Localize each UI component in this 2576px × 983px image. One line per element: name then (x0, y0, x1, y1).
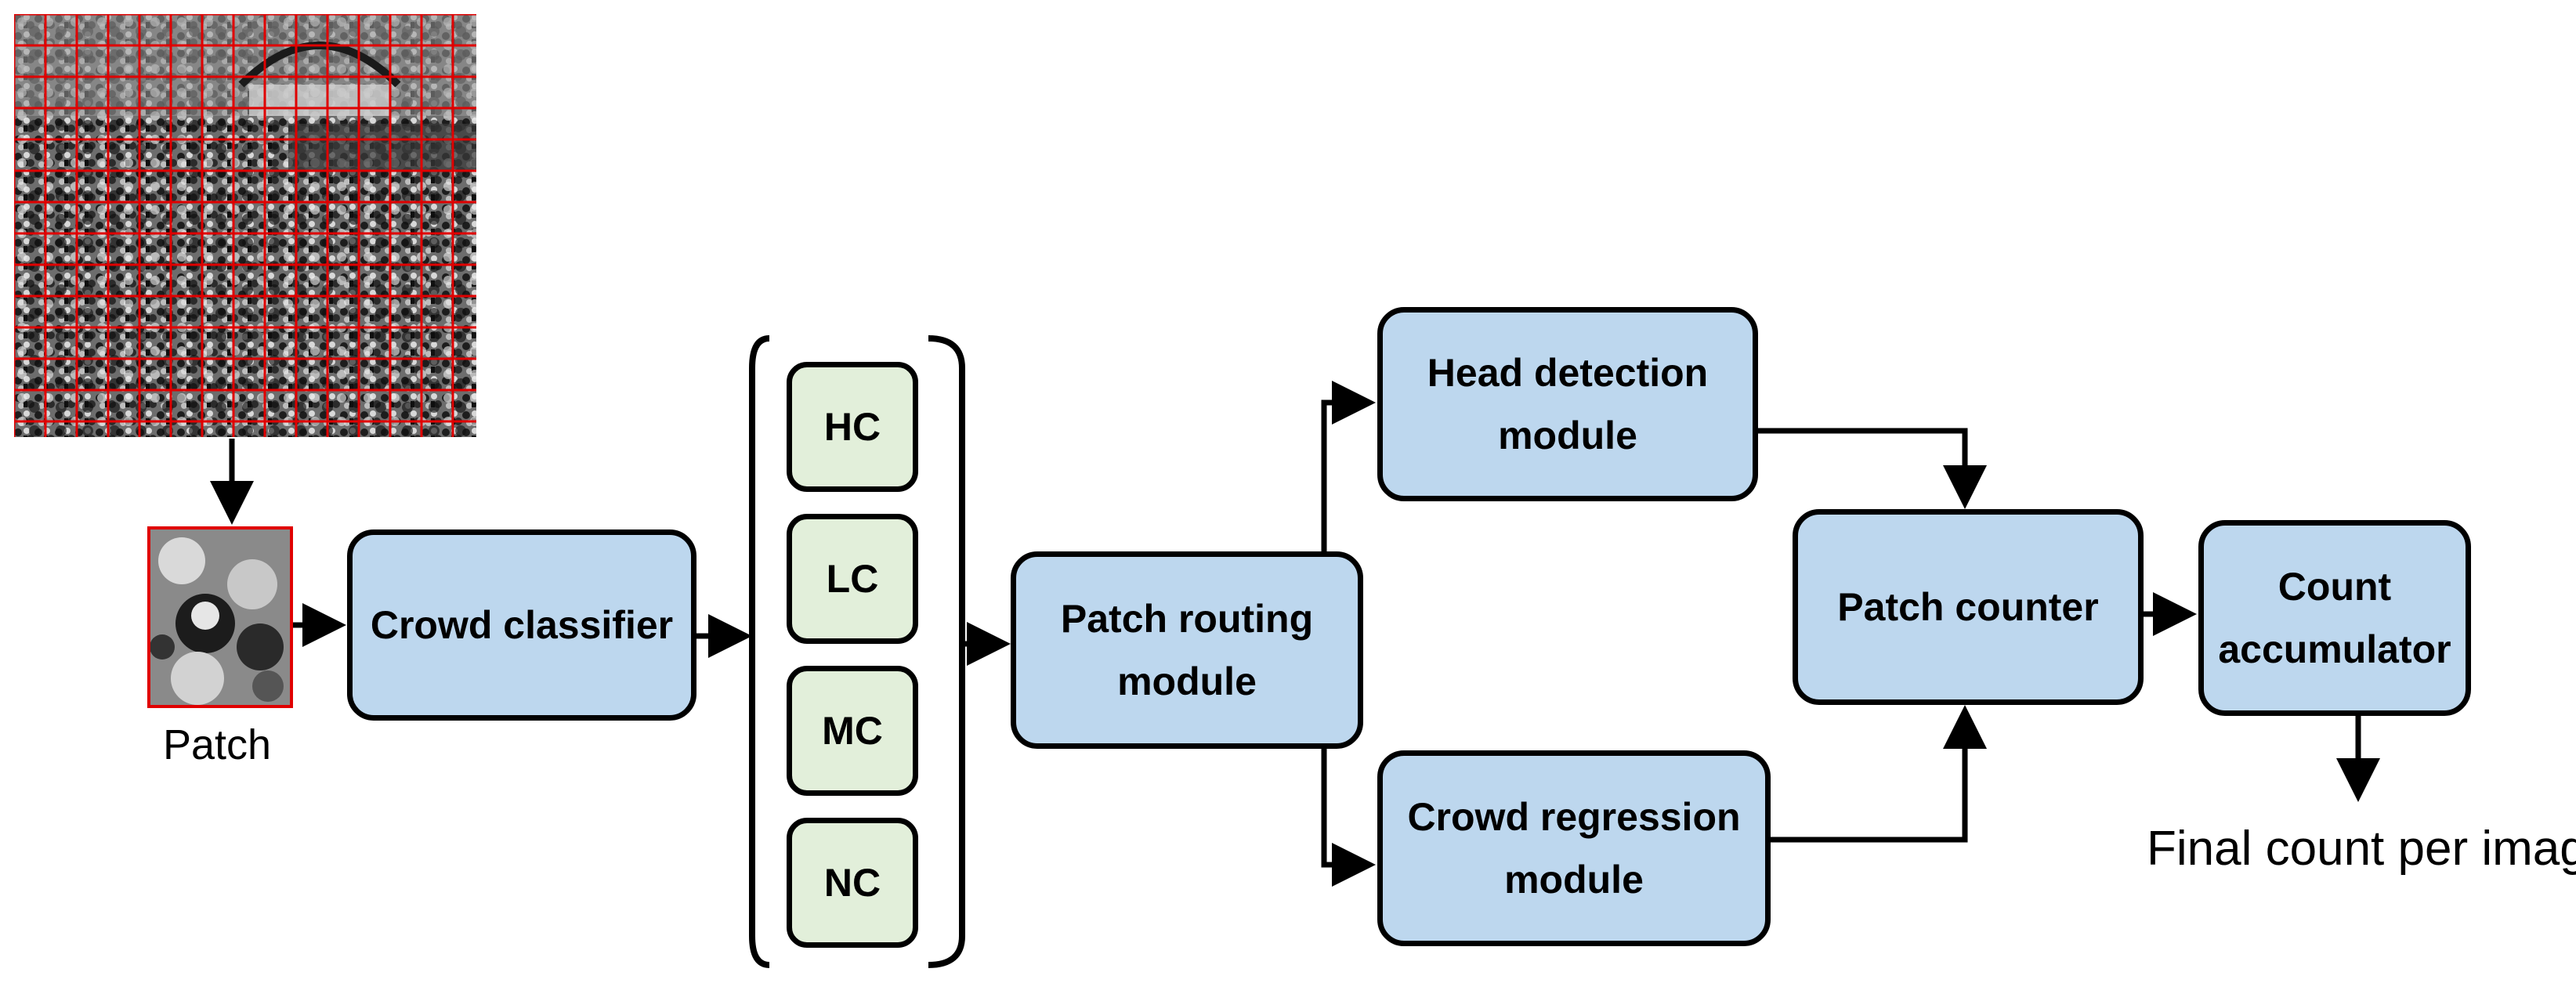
class-lc: LC (787, 514, 918, 644)
patch-label: Patch (163, 721, 272, 768)
crowd-image-icon (14, 14, 476, 437)
head-detection-module: Head detection module (1377, 307, 1758, 501)
crowd-classifier-module: Crowd classifier (347, 529, 696, 721)
crowd-regression-module: Crowd regression module (1377, 750, 1771, 946)
final-count-label: Final count per image (2147, 822, 2576, 876)
patch-counter-module: Patch counter (1793, 509, 2144, 705)
arrow-head-to-counter (1758, 428, 1987, 509)
patch-icon (150, 529, 290, 705)
class-hc: HC (787, 362, 918, 492)
crowd-image (14, 14, 476, 437)
patch-routing-module: Patch routing module (1011, 551, 1363, 749)
arrow-routing-to-regression (1321, 749, 1376, 887)
class-mc: MC (787, 666, 918, 796)
arrow-regression-to-counter (1771, 705, 1987, 843)
patch-image (147, 526, 293, 708)
arrow-routing-to-head (1321, 381, 1376, 551)
count-accumulator-module: Count accumulator (2198, 520, 2471, 716)
class-nc: NC (787, 818, 918, 948)
